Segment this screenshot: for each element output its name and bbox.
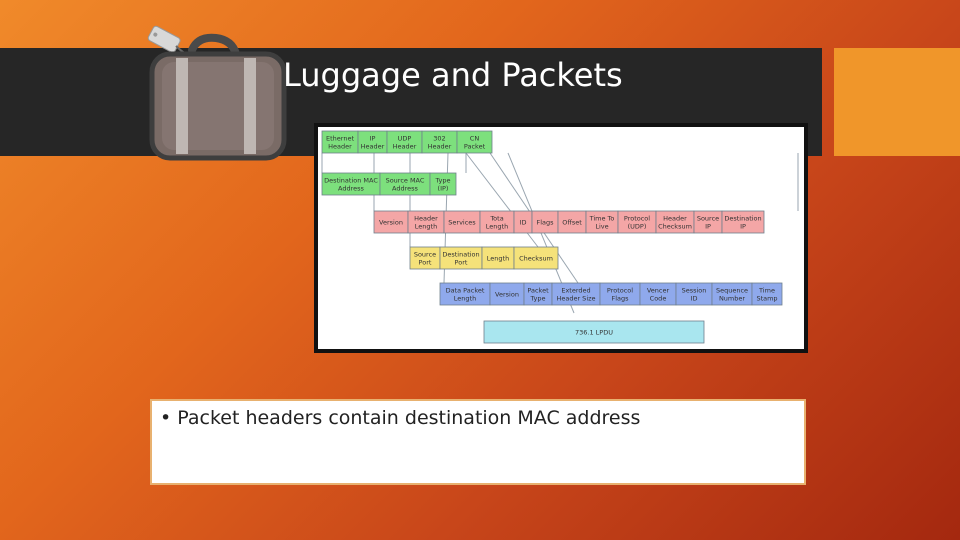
diagram-cell-label: IP [705,223,711,231]
diagram-cell-label: Source [414,251,436,259]
diagram-cell-label: Packet [527,287,549,295]
diagram-cell-label: Header [393,143,417,151]
diagram-cell [483,320,705,344]
diagram-cell-label: Checksum [658,223,692,231]
suitcase-icon [147,25,287,161]
diagram-cell-label: Offset [562,219,582,227]
diagram-cell-label: Tota [489,215,503,223]
diagram-cell-label: UDP [398,135,412,143]
diagram-cell-label: Length [486,223,508,231]
diagram-cell-label: ID [691,295,698,303]
diagram-cell-label: Sequence [716,287,748,295]
diagram-cell-label: Code [650,295,667,303]
packet-structure-diagram: EthernetHeaderIPHeaderUDPHeader302Header… [321,130,799,344]
diagram-cell-label: Ethernet [326,135,354,143]
diagram-cell-label: Session [682,287,707,295]
diagram-cell-label: Time [758,287,775,295]
diagram-cell-label: Services [448,219,476,227]
diagram-cell-label: 736.1 LPDU [575,329,613,337]
diagram-cell-label: Port [455,259,468,267]
diagram-cell-label: Vencer [647,287,670,295]
diagram-cell-label: Flags [611,295,629,303]
diagram-cell-label: Version [495,291,519,299]
diagram-cell-label: ID [520,219,527,227]
diagram-cell-label: Live [595,223,608,231]
diagram-cell-label: CN [470,135,480,143]
diagram-cell-label: Header [428,143,452,151]
diagram-cell-label: Address [338,185,364,193]
diagram-cell-label: Version [379,219,403,227]
bullet-item: • Packet headers contain destination MAC… [160,407,641,429]
content-box: • Packet headers contain destination MAC… [150,399,806,485]
diagram-cell-label: (IP) [438,185,449,193]
diagram-cell-label: Port [419,259,432,267]
slide-title: Luggage and Packets [283,56,623,94]
diagram-cell [456,130,493,154]
diagram-cell-label: Time To [589,215,615,223]
diagram-cell-label: Length [487,255,509,263]
diagram-cell-label: Header [663,215,687,223]
diagram-cell-label: (UDP) [628,223,647,231]
diagram-cell-label: Protocol [607,287,633,295]
diagram-cell-label: Address [392,185,418,193]
diagram-cell-label: Source [697,215,719,223]
diagram-cell [513,246,559,270]
diagram-cell [429,172,457,196]
diagram-cell-label: Checksum [519,255,553,263]
diagram-cell-label: 302 [433,135,445,143]
diagram-cell-label: Length [415,223,437,231]
diagram-cell-label: Data Packet [446,287,485,295]
bullet-text: Packet headers contain destination MAC a… [177,407,641,429]
diagram-cell-label: Stamp [756,295,777,303]
diagram-cell-label: IP [370,135,376,143]
diagram-cell-label: IP [740,223,746,231]
diagram-cell-label: Packet [464,143,486,151]
diagram-cell-label: Header [328,143,352,151]
diagram-cell [751,282,783,306]
diagram-cell-label: Protocol [624,215,650,223]
diagram-cell-label: Number [719,295,745,303]
diagram-cell-label: Type [530,295,546,303]
diagram-cell-label: Destination MAC [324,177,378,185]
diagram-cell-label: Exterded [561,287,590,295]
accent-block [834,48,960,156]
diagram-cell-label: Flags [536,219,554,227]
diagram-cell [721,210,765,234]
diagram-cell-label: Destination [724,215,761,223]
diagram-cell-label: Header [414,215,438,223]
diagram-cell-label: Header Size [556,295,595,303]
diagram-cell-label: Destination [442,251,479,259]
diagram-cell-label: Header [361,143,385,151]
diagram-cell-label: Type [435,177,451,185]
diagram-cell-label: Source MAC [386,177,425,185]
diagram-cell-label: Length [454,295,476,303]
